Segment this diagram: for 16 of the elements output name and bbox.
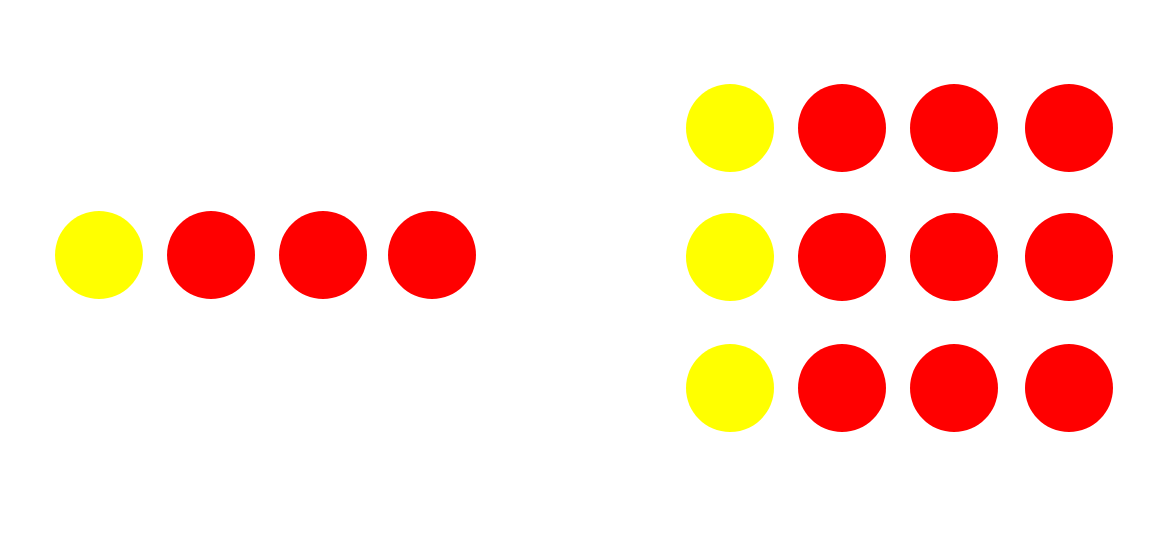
marker-circle bbox=[1025, 213, 1113, 301]
marker-circle bbox=[686, 84, 774, 172]
marker-circle bbox=[1025, 344, 1113, 432]
marker-circle bbox=[798, 213, 886, 301]
marker-circle bbox=[686, 344, 774, 432]
marker-circle bbox=[686, 213, 774, 301]
marker-circle bbox=[910, 84, 998, 172]
marker-circle bbox=[388, 211, 476, 299]
marker-circle bbox=[55, 211, 143, 299]
marker-circle bbox=[798, 84, 886, 172]
marker-circle bbox=[1025, 84, 1113, 172]
marker-circle bbox=[279, 211, 367, 299]
marker-circle bbox=[167, 211, 255, 299]
marker-circle bbox=[798, 344, 886, 432]
marker-circle bbox=[910, 344, 998, 432]
marker-circle bbox=[910, 213, 998, 301]
